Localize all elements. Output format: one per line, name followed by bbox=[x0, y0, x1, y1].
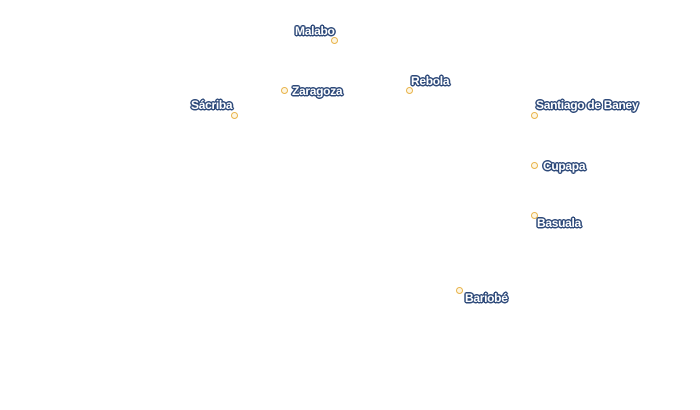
place-marker-rebola[interactable] bbox=[406, 87, 413, 94]
place-label-bariobe: Bariobé bbox=[465, 291, 508, 305]
place-label-malabo: Malabo bbox=[295, 24, 335, 38]
place-label-rebola: Rebola bbox=[411, 74, 450, 88]
place-marker-sacriba[interactable] bbox=[231, 112, 238, 119]
place-marker-malabo[interactable] bbox=[331, 37, 338, 44]
place-label-sacriba: Sácriba bbox=[191, 98, 233, 112]
place-label-zaragoza: Zaragoza bbox=[292, 84, 343, 98]
place-label-basuala: Basuala bbox=[537, 216, 581, 230]
place-label-santiago-de-baney: Santiago de Baney bbox=[536, 98, 639, 112]
place-marker-bariobe[interactable] bbox=[456, 287, 463, 294]
place-label-cupapa: Cupapa bbox=[543, 159, 586, 173]
place-marker-santiago-de-baney[interactable] bbox=[531, 112, 538, 119]
place-marker-zaragoza[interactable] bbox=[281, 87, 288, 94]
place-marker-basuala[interactable] bbox=[531, 212, 538, 219]
place-marker-cupapa[interactable] bbox=[531, 162, 538, 169]
